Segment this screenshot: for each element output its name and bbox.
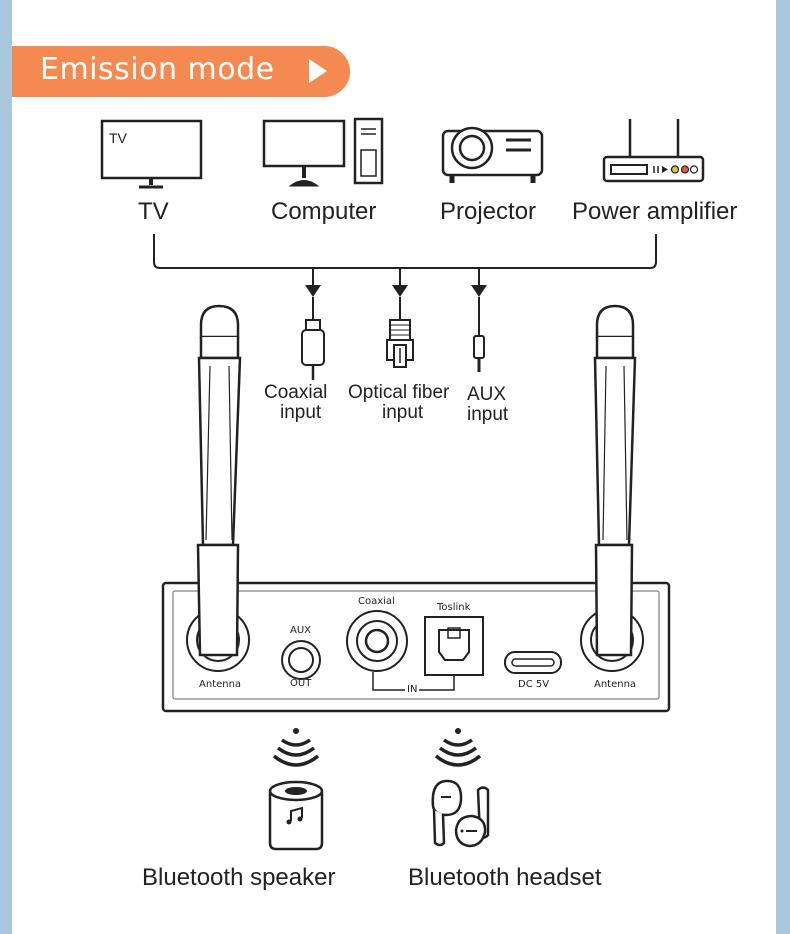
projector-label: Projector bbox=[440, 198, 537, 225]
antenna-right-label: Antenna bbox=[594, 679, 637, 690]
tv-screen-text: TV bbox=[109, 130, 127, 146]
computer-icon bbox=[262, 117, 384, 187]
aux-port-label-top: AUX bbox=[290, 625, 312, 636]
signal-icon-speaker bbox=[272, 728, 320, 767]
bluetooth-headset-icon bbox=[431, 779, 490, 848]
in-label: IN bbox=[405, 684, 420, 695]
antenna-left-label: Antenna bbox=[199, 679, 242, 690]
computer-label: Computer bbox=[271, 198, 377, 225]
coaxial-jack bbox=[346, 610, 408, 672]
aux-input-label-2: input bbox=[467, 404, 509, 425]
toslink-port-label: Toslink bbox=[437, 602, 471, 613]
antenna-left bbox=[196, 304, 242, 657]
coaxial-input-label-1: Coaxial bbox=[264, 382, 328, 403]
aux-plug-icon bbox=[473, 335, 485, 372]
tv-label: TV bbox=[138, 198, 169, 225]
speaker-label: Bluetooth speaker bbox=[142, 864, 336, 891]
section-banner bbox=[12, 46, 350, 97]
aux-out-jack bbox=[281, 640, 321, 680]
connection-bracket bbox=[153, 234, 657, 269]
aux-input-label-1: AUX bbox=[467, 384, 507, 405]
optical-input-label-1: Optical fiber bbox=[348, 382, 450, 403]
headset-label: Bluetooth headset bbox=[408, 864, 602, 891]
aux-port-label-bottom: OUT bbox=[290, 678, 312, 689]
coaxial-plug-icon bbox=[301, 319, 325, 380]
optical-plug-icon bbox=[386, 319, 414, 368]
usb-c-port bbox=[504, 651, 562, 674]
antenna-right bbox=[593, 304, 637, 657]
tv-icon bbox=[100, 119, 203, 189]
projector-icon bbox=[441, 126, 544, 183]
optical-input-label-2: input bbox=[382, 402, 424, 423]
coaxial-input-label-2: input bbox=[280, 402, 322, 423]
coaxial-port-label: Coaxial bbox=[358, 596, 395, 607]
play-arrow-icon bbox=[309, 59, 327, 83]
signal-icon-headset bbox=[434, 728, 482, 767]
amplifier-icon bbox=[602, 119, 705, 183]
transmitter-body bbox=[161, 581, 671, 713]
bluetooth-speaker-icon bbox=[268, 780, 324, 851]
amplifier-label: Power amplifier bbox=[572, 198, 738, 225]
dc-port-label: DC 5V bbox=[518, 679, 550, 690]
banner-title: Emission mode bbox=[40, 52, 275, 87]
